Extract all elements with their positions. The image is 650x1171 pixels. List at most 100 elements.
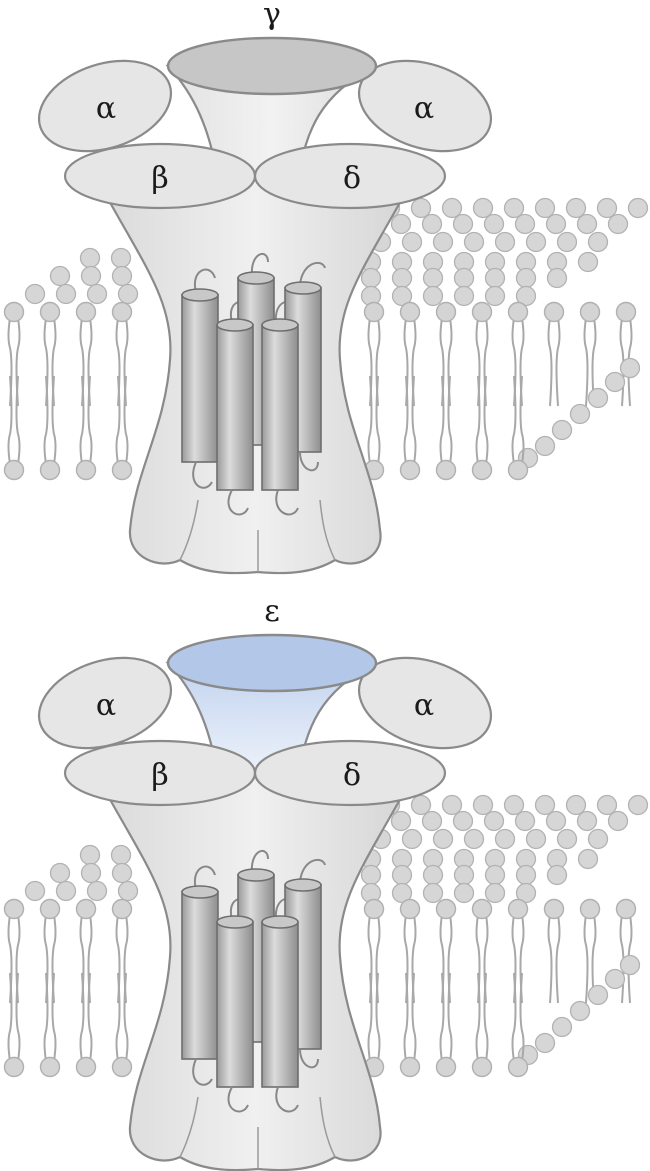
lipid-upper-tail-a	[547, 317, 553, 407]
lipid-upper-tail-b	[591, 914, 597, 1004]
lipid-upper-head	[39, 898, 61, 920]
lipid-head-back	[556, 828, 578, 850]
lipid-lower-head	[435, 459, 457, 481]
lipid-lower-head	[111, 459, 133, 481]
lipid-lower-tail-a	[511, 375, 517, 465]
lipid-lower-tail-a	[511, 972, 517, 1062]
label-alpha-left: α	[96, 91, 116, 126]
helix-loop-bottom	[192, 461, 213, 489]
lipid-upper-head	[399, 898, 421, 920]
lipid-lower-tail-b	[411, 972, 417, 1062]
lipid-lower-tail-b	[375, 972, 381, 1062]
lipid-head-back	[627, 197, 649, 219]
lipid-head-back	[607, 810, 629, 832]
lipid-lower-tail-a	[439, 375, 445, 465]
lipid-lower-tail-b	[375, 375, 381, 465]
lipid-lower-tail-b	[51, 375, 57, 465]
lipid-upper-head	[615, 898, 637, 920]
lipid-upper-head	[615, 301, 637, 323]
barrel-seam	[319, 499, 336, 561]
lipid-head-back	[534, 197, 556, 219]
lipid-head-back	[55, 880, 77, 902]
lipid-head-edge	[604, 371, 626, 393]
lipid-head-back	[422, 882, 444, 904]
lipid-head-back	[410, 794, 432, 816]
lipid-head-back	[483, 810, 505, 832]
label-alpha-right: α	[414, 688, 434, 723]
lipid-head-back	[24, 283, 46, 305]
helix-cap	[284, 878, 322, 892]
lipid-head-back	[401, 231, 423, 253]
lipid-upper-tail-b	[555, 914, 561, 1004]
lipid-lower-tail-b	[483, 375, 489, 465]
lipid-head-back	[452, 213, 474, 235]
helix-cap	[237, 868, 275, 882]
lipid-head-back	[503, 794, 525, 816]
lipid-head-edge	[587, 984, 609, 1006]
lipid-upper-tail-b	[627, 317, 633, 407]
lipid-head-back	[545, 213, 567, 235]
lipid-head-back	[525, 231, 547, 253]
lipid-upper-head	[435, 301, 457, 323]
lipid-head-back	[117, 880, 139, 902]
subunit-top-ellipse	[166, 633, 378, 693]
lipid-lower-tail-a	[43, 972, 49, 1062]
subunit-delta	[253, 739, 447, 807]
helix-cap	[181, 885, 219, 899]
lipid-head-edge	[587, 387, 609, 409]
lipid-head-back	[390, 810, 412, 832]
lipid-lower-head	[471, 1056, 493, 1078]
helix-loop	[299, 858, 326, 883]
lipid-lower-head	[471, 459, 493, 481]
lipid-head-back	[515, 864, 537, 886]
lipid-head-back	[515, 285, 537, 307]
lipid-upper-tail-a	[583, 317, 589, 407]
lipid-head-back	[422, 267, 444, 289]
helix-loop-bottom	[275, 1086, 299, 1113]
lipid-lower-head	[435, 1056, 457, 1078]
lipid-head-back	[117, 283, 139, 305]
lipid-head-back	[410, 197, 432, 219]
lipid-head-back	[80, 862, 102, 884]
lipid-head-back	[484, 864, 506, 886]
label-delta: δ	[343, 758, 361, 793]
subunit-alpha-left	[37, 59, 173, 153]
lipid-lower-head	[39, 1056, 61, 1078]
lipid-head-back	[546, 267, 568, 289]
lipid-head-back	[472, 197, 494, 219]
helix-loop	[193, 268, 216, 293]
lipid-head-back	[79, 844, 101, 866]
lipid-head-back	[111, 265, 133, 287]
lipid-upper-tail-b	[627, 914, 633, 1004]
lipid-head-back	[24, 880, 46, 902]
lipid-lower-tail-b	[519, 972, 525, 1062]
helix-loop	[299, 261, 326, 286]
lipid-head-back	[515, 267, 537, 289]
lipid-lower-head	[111, 1056, 133, 1078]
lipid-head-back	[514, 213, 536, 235]
lipid-upper-head	[3, 301, 25, 323]
lipid-lower-tail-a	[367, 972, 373, 1062]
lipid-head-back	[484, 285, 506, 307]
lipid-head-back	[391, 882, 413, 904]
helix-cap	[261, 915, 299, 929]
label-top-subunit: γ	[263, 0, 281, 32]
lipid-lower-tail-b	[411, 375, 417, 465]
lipid-lower-tail-a	[79, 375, 85, 465]
lipid-lower-tail-b	[447, 972, 453, 1062]
lipid-head-back	[463, 231, 485, 253]
lipid-lower-tail-a	[403, 972, 409, 1062]
lipid-head-back	[422, 285, 444, 307]
lipid-upper-head	[543, 898, 565, 920]
helix-cap	[284, 281, 322, 295]
lipid-head-back	[494, 231, 516, 253]
helix-cylinder	[216, 921, 254, 1088]
lipid-upper-head	[471, 301, 493, 323]
lipid-lower-head	[3, 1056, 25, 1078]
lipid-head-back	[391, 285, 413, 307]
subunit-alpha-left	[37, 656, 173, 750]
lipid-lower-tail-a	[439, 972, 445, 1062]
lipid-head-back	[453, 882, 475, 904]
